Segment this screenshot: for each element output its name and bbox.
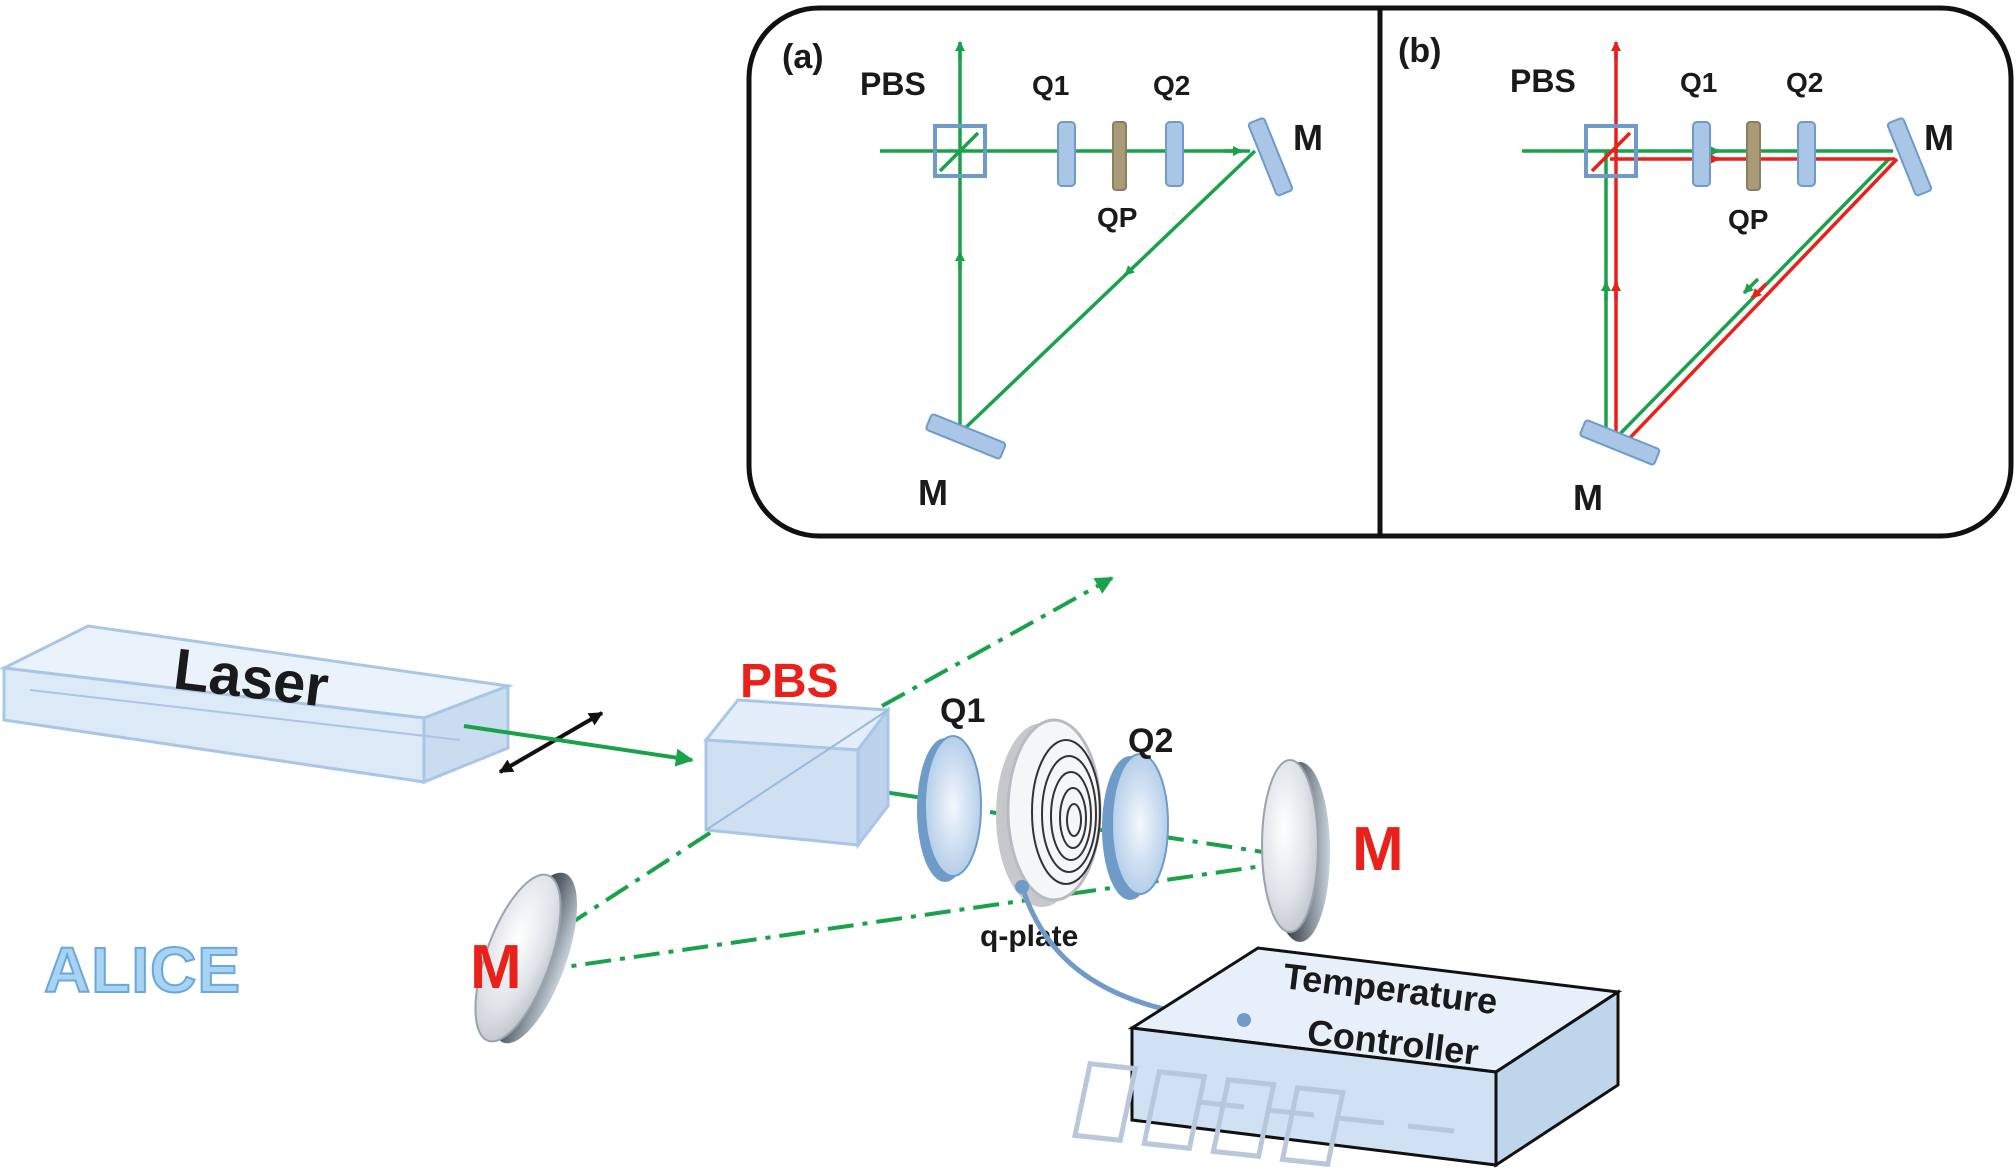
inset-b-red-path bbox=[1590, 45, 1899, 444]
alice-label: ALICE bbox=[44, 934, 241, 1006]
inset-b-mirror-bottom-label: M bbox=[1573, 477, 1603, 518]
main-q2-label: Q2 bbox=[1128, 722, 1173, 760]
inset-a-mirror-bottom-label: M bbox=[918, 472, 948, 513]
main-mirror-right: M bbox=[1261, 759, 1404, 942]
inset-a: (a) PBS Q1 Q2 QP M M bbox=[782, 38, 1323, 513]
inset-b-pbs-label: PBS bbox=[1510, 63, 1576, 99]
temperature-controller: Temperature Controller bbox=[1072, 946, 1623, 1168]
inset-a-mirror-right-label: M bbox=[1293, 117, 1323, 158]
main-q2-waveplate: Q2 bbox=[1102, 722, 1173, 900]
inset-b-mirror-bottom bbox=[1579, 419, 1661, 466]
inset-b-q1-plate bbox=[1692, 121, 1711, 187]
main-mirror-right-label: M bbox=[1352, 815, 1404, 884]
inset-a-tag: (a) bbox=[782, 38, 824, 76]
inset-b-qp-label: QP bbox=[1728, 204, 1768, 235]
qplate-spiral bbox=[1031, 739, 1101, 885]
inset-b-q1-label: Q1 bbox=[1680, 67, 1717, 98]
inset-b-mirror-right-label: M bbox=[1924, 117, 1954, 158]
inset-b: (b) PBS Q1 Q2 QP M M bbox=[1398, 32, 1954, 518]
inset-b-tag: (b) bbox=[1398, 32, 1441, 70]
inset-a-mirror-bottom bbox=[925, 413, 1007, 460]
inset-b-q2-plate bbox=[1797, 121, 1816, 187]
main-pbs-cube: PBS bbox=[703, 655, 891, 850]
inset-a-pbs-cube bbox=[933, 124, 987, 178]
inset-a-mirror-right bbox=[1247, 117, 1294, 197]
main-qplate-label: q-plate bbox=[980, 920, 1078, 953]
main-mirror-left-label: M bbox=[470, 933, 522, 1002]
main-pbs-label: PBS bbox=[740, 655, 839, 708]
inset-a-qp-plate bbox=[1112, 121, 1127, 191]
inset-a-q1-label: Q1 bbox=[1032, 70, 1069, 101]
polarization-arrow bbox=[498, 711, 604, 774]
inset-b-pbs-cube bbox=[1584, 124, 1638, 178]
inset-a-pbs-label: PBS bbox=[860, 66, 926, 102]
inset-a-q2-label: Q2 bbox=[1153, 70, 1190, 101]
laser: Laser bbox=[0, 624, 514, 785]
main-qplate: q-plate bbox=[980, 718, 1102, 953]
main-q1-waveplate: Q1 bbox=[917, 692, 985, 882]
controller-digital-display bbox=[1072, 1061, 1455, 1167]
inset-a-qp-label: QP bbox=[1097, 202, 1137, 233]
main-mirror-left: M bbox=[470, 872, 578, 1044]
inset-a-q1-plate bbox=[1057, 121, 1076, 187]
inset-a-q2-plate bbox=[1165, 121, 1184, 187]
inset-b-q2-label: Q2 bbox=[1786, 67, 1823, 98]
inset-b-qp-plate bbox=[1746, 121, 1761, 191]
main-q1-label: Q1 bbox=[940, 692, 985, 730]
inset-b-mirror-right bbox=[1886, 117, 1933, 197]
